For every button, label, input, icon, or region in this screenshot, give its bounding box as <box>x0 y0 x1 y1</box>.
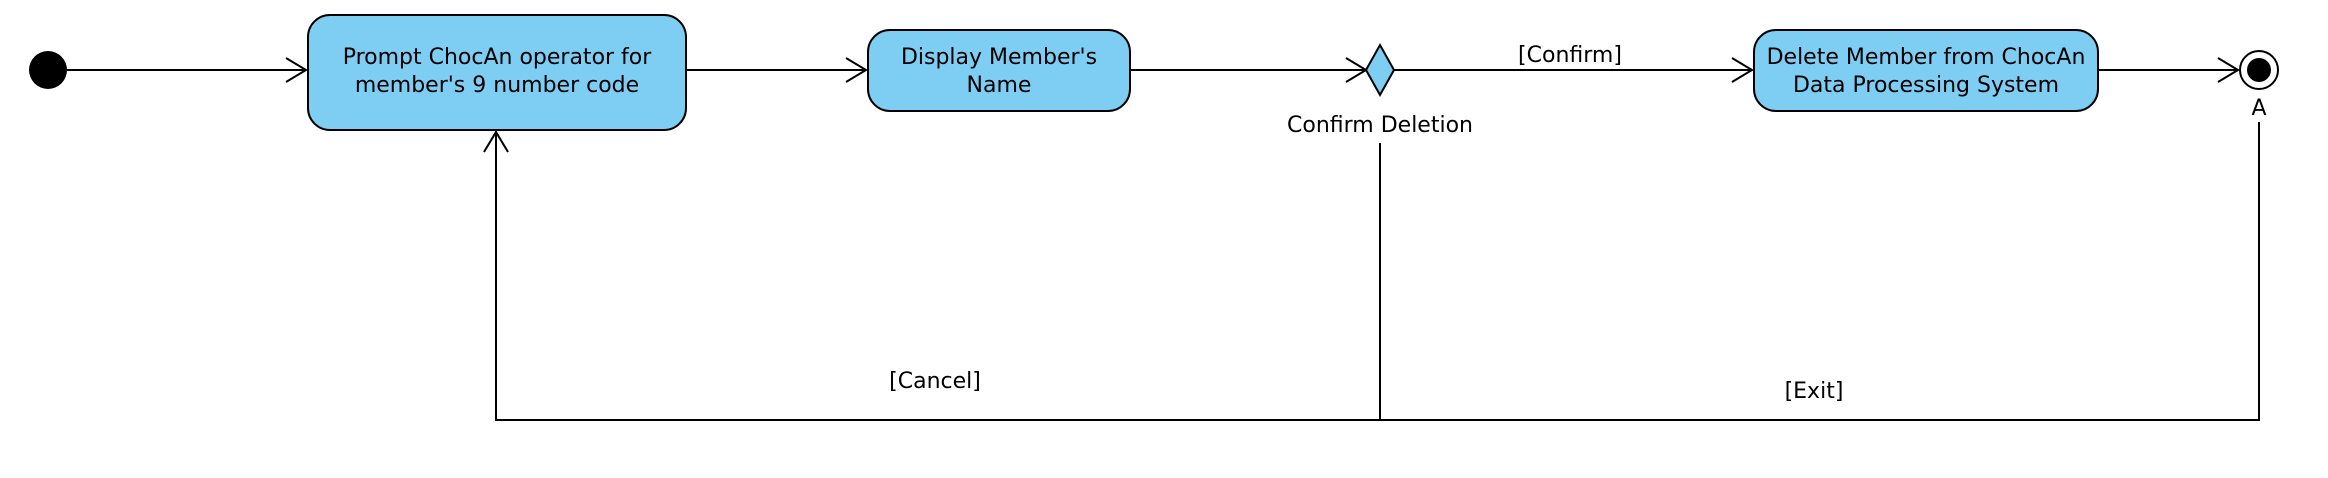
edge-prompt-to-display <box>686 57 868 83</box>
action-prompt-line1: Prompt ChocAn operator for <box>343 45 653 70</box>
edge-display-to-decision <box>1130 57 1368 83</box>
action-prompt-operator[interactable]: Prompt ChocAn operator for member's 9 nu… <box>307 14 687 131</box>
decision-node[interactable] <box>1364 42 1396 98</box>
initial-node[interactable] <box>29 51 67 89</box>
guard-cancel: [Cancel] <box>889 369 981 394</box>
action-delete-line1: Delete Member from ChocAn <box>1767 45 2086 70</box>
final-node-label: A <box>2251 96 2266 121</box>
action-display-member-name[interactable]: Display Member's Name <box>867 29 1131 112</box>
guard-confirm: [Confirm] <box>1518 43 1622 68</box>
edge-decision-to-delete <box>1394 57 1754 83</box>
action-prompt-line2: member's 9 number code <box>355 73 639 98</box>
edge-initial-to-prompt <box>67 57 308 83</box>
action-delete-line2: Data Processing System <box>1793 73 2059 98</box>
decision-label: Confirm Deletion <box>1287 113 1473 138</box>
guard-exit: [Exit] <box>1785 379 1844 404</box>
action-delete-member[interactable]: Delete Member from ChocAn Data Processin… <box>1753 29 2099 112</box>
final-node[interactable] <box>2239 50 2279 90</box>
edge-delete-to-final <box>2098 57 2240 83</box>
edge-decision-to-final-exit <box>1380 122 2260 421</box>
action-display-line1: Display Member's <box>901 45 1097 70</box>
edge-decision-to-prompt-cancel <box>483 130 1381 421</box>
action-display-line2: Name <box>967 73 1032 98</box>
